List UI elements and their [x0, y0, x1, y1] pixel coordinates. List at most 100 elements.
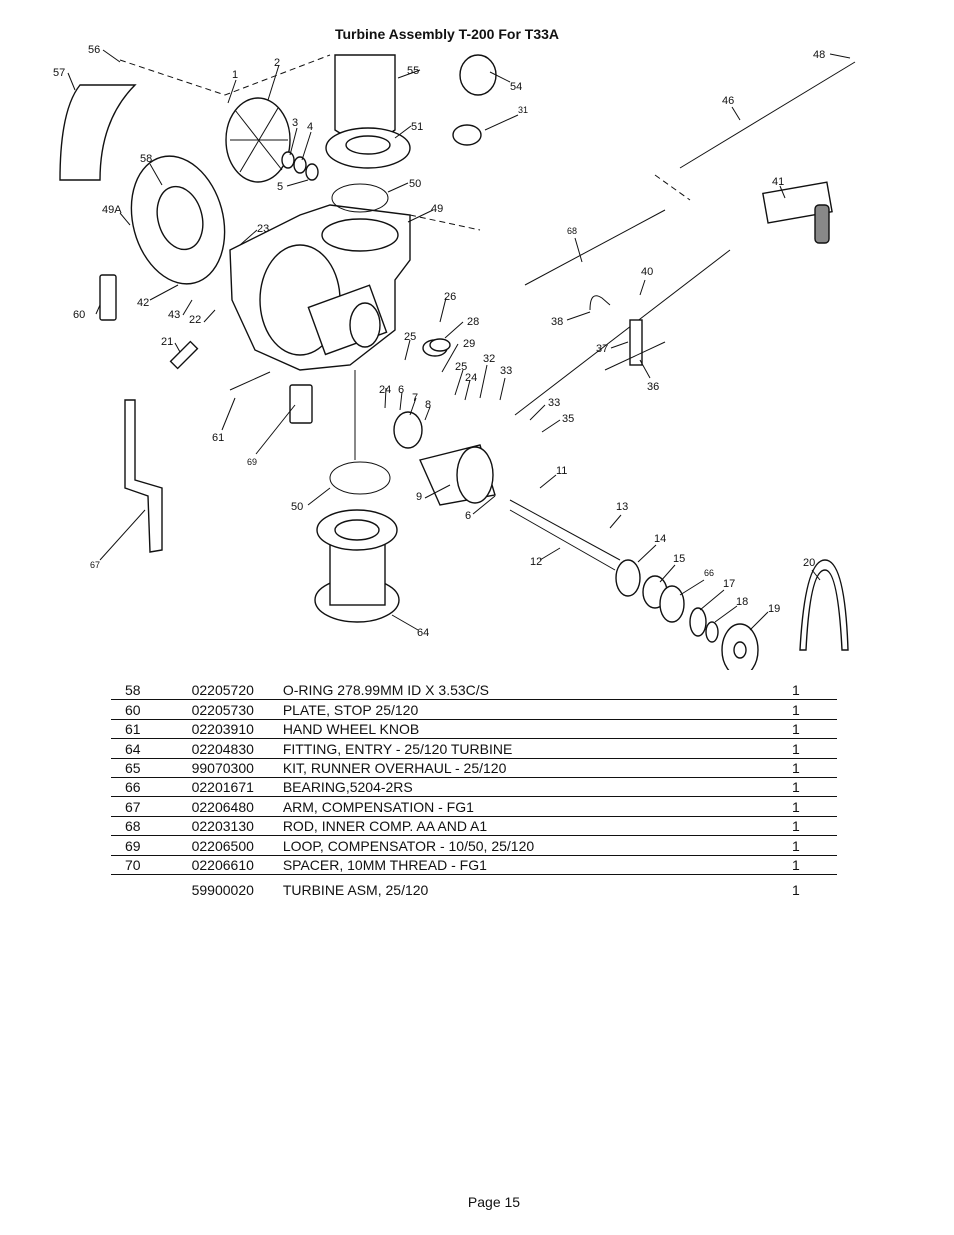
- callout: 37: [596, 343, 608, 355]
- item-number: 64: [111, 738, 192, 759]
- part-description: BEARING,5204-2RS: [282, 777, 792, 798]
- part-number: 59900020: [191, 881, 254, 898]
- o-ring-upper: [331, 183, 389, 213]
- callout: 12: [530, 556, 542, 568]
- part-number: 02206610: [191, 855, 283, 875]
- part-description: LOOP, COMPENSATOR - 10/50, 25/120: [282, 835, 792, 856]
- item-number: 67: [111, 796, 192, 817]
- callout: 25: [455, 361, 467, 373]
- callout: 8: [425, 399, 431, 411]
- part-number: 02201671: [191, 777, 283, 798]
- shaft-assembly: [393, 411, 759, 670]
- parts-row: 59900020 TURBINE ASM, 25/120 1: [111, 874, 837, 899]
- callout: 19: [768, 603, 780, 615]
- part-number: 02205720: [191, 681, 283, 701]
- item-number: 69: [111, 835, 192, 856]
- part-description: ROD, INNER COMP. AA AND A1: [282, 816, 792, 837]
- callout: 6: [465, 510, 471, 522]
- part-number: 02205730: [191, 699, 283, 720]
- quantity: 1: [792, 719, 837, 740]
- part-description: O-RING 278.99MM ID X 3.53C/S: [282, 681, 792, 701]
- callout: 36: [647, 381, 659, 393]
- callout: 26: [444, 291, 456, 303]
- callout: 49: [431, 203, 443, 215]
- item-number: [111, 874, 192, 899]
- callout: 49A: [102, 204, 122, 216]
- part-number: 02206500: [191, 835, 283, 856]
- exploded-assembly-diagram: 56 57 1 2 55 54 31 48 46 3 4 51 58 5 50 …: [53, 44, 856, 670]
- callout: 6: [398, 384, 404, 396]
- callout: 51: [411, 121, 423, 133]
- callout: 54: [510, 81, 522, 93]
- callout: 38: [551, 316, 563, 328]
- callout: 35: [562, 413, 574, 425]
- part-description: KIT, RUNNER OVERHAUL - 25/120: [282, 758, 792, 778]
- comp-arm: [124, 399, 163, 553]
- guard: [59, 84, 137, 181]
- callout-labels: 56 57 1 2 55 54 31 48 46 3 4 51 58 5 50 …: [53, 44, 825, 639]
- quantity: 1: [792, 699, 837, 720]
- o-ring-lower: [329, 461, 391, 495]
- part-description: SPACER, 10MM THREAD - FG1: [282, 855, 792, 875]
- callout: 1: [232, 69, 238, 81]
- part-description: PLATE, STOP 25/120: [282, 699, 792, 720]
- item-number: 66: [111, 777, 192, 798]
- part-description: HAND WHEEL KNOB: [282, 719, 792, 740]
- part-description: TURBINE ASM, 25/120: [282, 881, 429, 898]
- quantity: 1: [792, 796, 837, 817]
- callout: 22: [189, 314, 201, 326]
- quantity: 1: [792, 738, 837, 759]
- part-number: 99070300: [191, 758, 283, 778]
- callout: 42: [137, 297, 149, 309]
- callout: 21: [161, 336, 173, 348]
- part-description: FITTING, ENTRY - 25/120 TURBINE: [282, 738, 792, 759]
- quantity: 1: [792, 855, 837, 875]
- part-number: 02203130: [191, 816, 283, 837]
- belt: [799, 559, 849, 651]
- callout: 31: [518, 105, 528, 115]
- callout: 29: [463, 338, 475, 350]
- callout: 60: [73, 309, 85, 321]
- callout: 33: [548, 397, 560, 409]
- callout: 5: [277, 181, 283, 193]
- callout: 18: [736, 596, 748, 608]
- callout: 50: [409, 178, 421, 190]
- item-number: 65: [111, 758, 192, 778]
- item-number: 70: [111, 855, 192, 875]
- callout: 61: [212, 432, 224, 444]
- callout: 58: [140, 153, 152, 165]
- page-title: Turbine Assembly T-200 For T33A: [334, 26, 560, 42]
- callout: 24: [379, 384, 391, 396]
- callout: 15: [673, 553, 685, 565]
- quantity: 1: [792, 758, 837, 778]
- entry-fitting: [314, 509, 400, 623]
- callout: 14: [654, 533, 666, 545]
- callout: 2: [274, 57, 280, 69]
- callout: 24: [465, 372, 477, 384]
- callout: 69: [247, 457, 257, 467]
- item-number: 60: [111, 699, 192, 720]
- turbine-housing: [229, 204, 411, 371]
- part-number: 02204830: [191, 738, 283, 759]
- callout: 33: [500, 365, 512, 377]
- page-number: Page 15: [467, 1194, 521, 1210]
- callout: 64: [417, 627, 429, 639]
- quantity: 1: [792, 881, 800, 898]
- callout: 25: [404, 331, 416, 343]
- callout: 32: [483, 353, 495, 365]
- callout: 57: [53, 67, 65, 79]
- callout: 4: [307, 121, 313, 133]
- part-number: 02203910: [191, 719, 283, 740]
- quantity: 1: [792, 777, 837, 798]
- part-number: 02206480: [191, 796, 283, 817]
- callout: 55: [407, 65, 419, 77]
- callout: 40: [641, 266, 653, 278]
